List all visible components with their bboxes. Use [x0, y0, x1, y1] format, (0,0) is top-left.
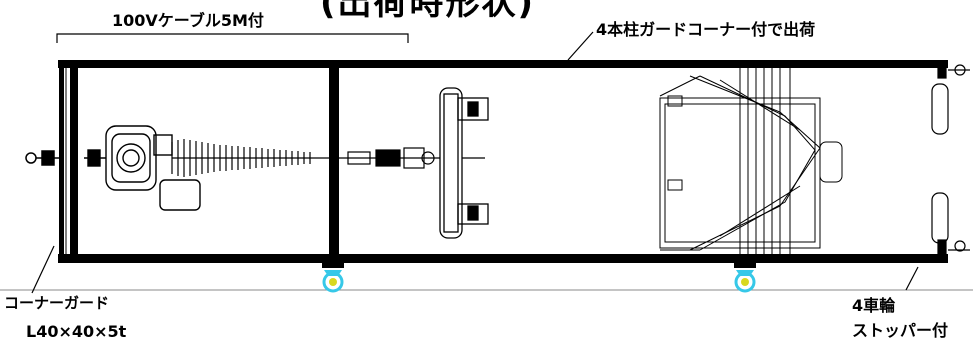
bracket-assembly [439, 87, 489, 239]
cable-bracket [56, 33, 409, 43]
hoist-motor [84, 125, 201, 211]
frame-middle-post [329, 60, 339, 263]
angle-size-label: L40×40×5t [26, 322, 127, 341]
caster-right [734, 263, 756, 293]
guard-leader [567, 31, 594, 61]
guard-corner-label: 4本柱ガードコーナー付で出荷 [596, 20, 816, 39]
stopper-leader [905, 266, 919, 291]
wheel-count-label: 4車輪 [852, 296, 896, 315]
drive-shaft [339, 147, 440, 169]
frame-bottom-rail [58, 254, 948, 263]
cable-coil [171, 139, 329, 177]
frame-top-rail [58, 60, 948, 68]
trolley-unit [659, 68, 843, 254]
drawing-title: (出荷時形状) [320, 0, 536, 23]
right-guard-posts [931, 63, 970, 255]
stopper-label: ストッパー付 [852, 321, 949, 340]
cart-frame [58, 60, 948, 263]
frame-left-post-inner [70, 60, 78, 263]
frame-left-post-outer [59, 60, 64, 263]
corner-leader [31, 245, 55, 294]
cable-label: 100Vケーブル5M付 [112, 11, 264, 30]
caster-left [322, 263, 344, 293]
left-hook [25, 150, 59, 166]
corner-guard-label: コーナーガード [4, 294, 110, 312]
